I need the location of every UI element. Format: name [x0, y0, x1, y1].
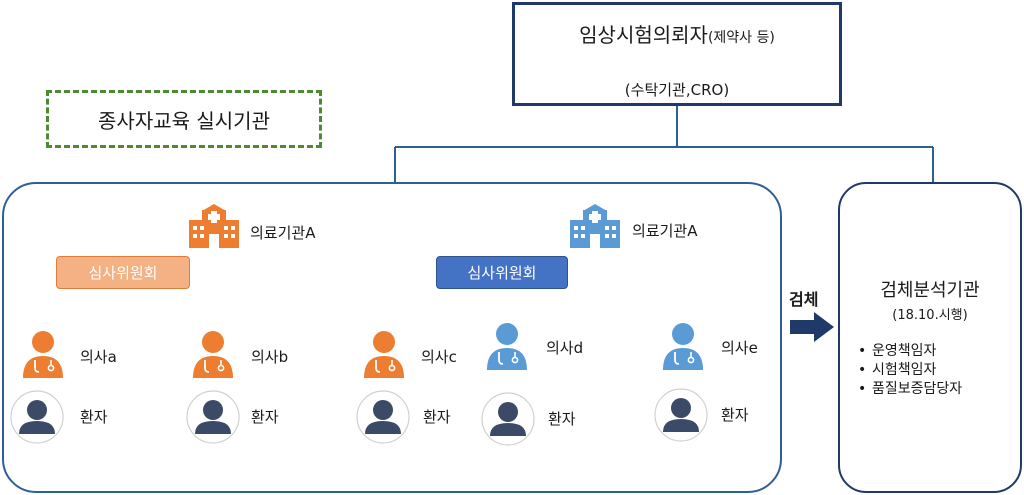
lab-role-item: 품질보증담당자	[858, 380, 962, 399]
review-committee-b-label: 심사위원회	[467, 264, 537, 282]
hospital-icon	[189, 204, 239, 248]
sponsor-title-sub: (제약사 등)	[707, 30, 775, 46]
doctor-icon	[487, 323, 527, 370]
arrow-right-icon	[790, 312, 834, 342]
education-org-label: 종사자교육 실시기관	[98, 108, 270, 133]
doctor-label-b: 의사b	[251, 348, 289, 366]
patient-label: 환자	[423, 408, 451, 426]
lab-role-item: 운영책임자	[858, 342, 962, 361]
hospital-icon	[570, 204, 620, 248]
sponsor-subtitle: (수탁기관,CRO)	[624, 81, 730, 99]
patient-label: 환자	[251, 408, 279, 426]
patient-icon	[356, 390, 410, 444]
sponsor-title: 임상시험의뢰자(제약사 등)	[515, 19, 839, 48]
doctor-label-e: 의사e	[721, 339, 758, 357]
hospital-name-b: 의료기관A	[632, 222, 698, 240]
doctor-icon	[663, 323, 703, 370]
doctor-label-c: 의사c	[421, 348, 457, 366]
lab-title: 검체분석기관	[880, 280, 980, 301]
patient-icon	[654, 388, 708, 442]
sponsor-title-main: 임상시험의뢰자	[579, 23, 708, 47]
lab-subtitle: (18.10.시행)	[892, 308, 968, 323]
doctor-icon	[364, 331, 404, 378]
doctor-label-d: 의사d	[546, 339, 584, 357]
sponsor-box: 임상시험의뢰자(제약사 등) (수탁기관,CRO)	[512, 2, 842, 106]
doctor-icon	[193, 331, 233, 378]
patient-label: 환자	[548, 410, 576, 428]
lab-roles-list: 운영책임자 시험책임자 품질보증담당자	[858, 342, 962, 399]
review-committee-a-label: 심사위원회	[88, 264, 158, 282]
review-committee-b: 심사위원회	[436, 256, 568, 289]
patient-icon	[186, 390, 240, 444]
review-committee-a: 심사위원회	[56, 256, 190, 289]
specimen-lab-box: 검체분석기관 (18.10.시행) 운영책임자 시험책임자 품질보증담당자	[838, 182, 1022, 493]
patient-icon	[10, 390, 64, 444]
education-org-box: 종사자교육 실시기관	[46, 90, 322, 148]
patient-label: 환자	[80, 408, 108, 426]
doctor-icon	[23, 331, 63, 378]
doctor-label-a: 의사a	[80, 348, 117, 366]
patient-label: 환자	[721, 406, 749, 424]
specimen-label: 검체	[789, 290, 819, 309]
hospital-name-a: 의료기관A	[250, 224, 316, 242]
patient-icon	[481, 392, 535, 446]
lab-role-item: 시험책임자	[858, 361, 962, 380]
